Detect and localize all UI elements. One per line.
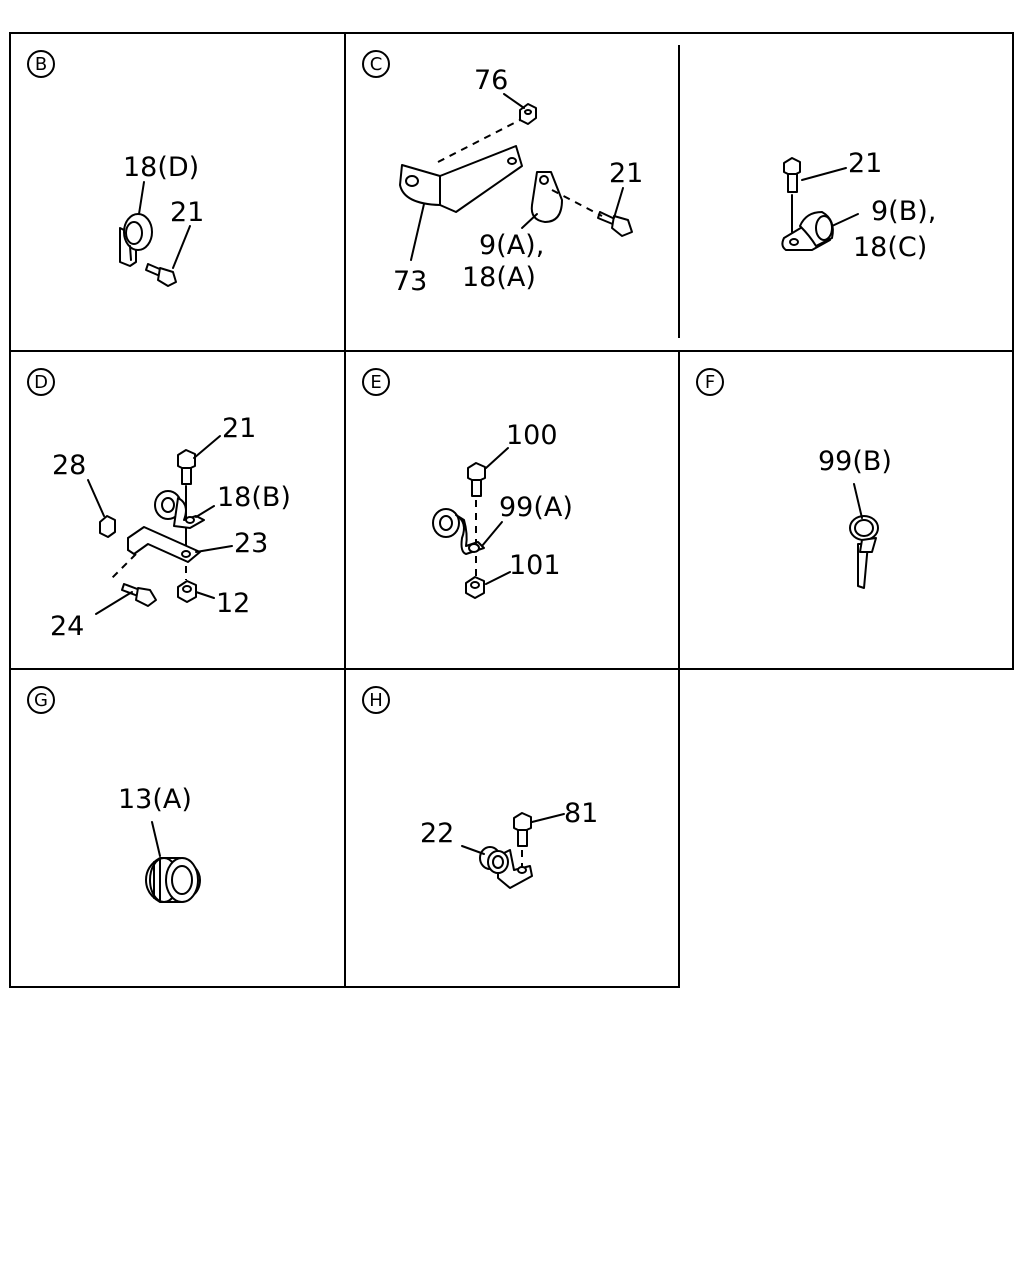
leader-21 <box>613 187 624 219</box>
panel-f: F 99(B) <box>696 368 892 589</box>
leader-101 <box>485 571 511 585</box>
nut-12 <box>177 580 197 603</box>
grommet-22 <box>479 846 509 874</box>
bolt-100 <box>467 462 486 497</box>
leader-9b <box>831 213 859 227</box>
panel-d: D <box>27 368 291 642</box>
bolt-24 <box>121 583 157 607</box>
row-1-frame <box>9 32 1014 352</box>
bolt-21 <box>177 449 196 485</box>
leader-99a <box>481 521 503 547</box>
clip-18b <box>154 490 205 529</box>
label-24: 24 <box>50 611 84 642</box>
panel-g: G 13(A) <box>27 686 201 903</box>
leader-100 <box>485 447 509 469</box>
label-18b: 18(B) <box>217 482 291 513</box>
panel-letter-e: E <box>362 368 390 396</box>
bracket-73 <box>399 145 523 213</box>
label-81: 81 <box>564 798 598 829</box>
panel-h: H 81 22 <box>362 686 598 889</box>
leader-24 <box>95 591 133 615</box>
svg-text:F: F <box>705 372 715 393</box>
bolt-21 <box>597 211 633 237</box>
leader-18b <box>195 505 215 518</box>
clip-99a <box>432 508 485 555</box>
svg-text:D: D <box>34 372 48 393</box>
panel-b: B 18(D) 21 <box>27 50 204 287</box>
label-22: 22 <box>420 818 454 849</box>
leader-99b <box>853 483 863 519</box>
label-73: 73 <box>393 266 427 297</box>
label-99a: 99(A) <box>499 492 573 523</box>
bolt-21 <box>145 263 177 287</box>
label-9b: 9(B), <box>871 196 936 227</box>
leader-73 <box>410 203 425 261</box>
label-13a: 13(A) <box>118 784 192 815</box>
leader-28 <box>87 479 105 517</box>
label-21: 21 <box>170 197 204 228</box>
label-28: 28 <box>52 450 86 481</box>
label-23: 23 <box>234 528 268 559</box>
nut-28 <box>99 515 116 538</box>
leader-21 <box>193 435 221 459</box>
panel-grid <box>9 32 1014 988</box>
label-21: 21 <box>609 158 643 189</box>
bolt-21 <box>783 157 801 193</box>
label-100: 100 <box>506 420 558 451</box>
leader-12 <box>195 591 215 599</box>
panel-c: C 76 21 73 9(A), <box>362 50 643 297</box>
svg-text:E: E <box>370 372 381 393</box>
leader-76 <box>503 93 525 109</box>
svg-text:H: H <box>369 690 383 711</box>
panel-letter-b: B <box>27 50 55 78</box>
leader-21 <box>172 225 191 269</box>
grommet-13a <box>145 857 201 903</box>
dash-bolt-24 <box>111 553 137 579</box>
svg-text:C: C <box>370 54 383 75</box>
panel-e: E 100 99(A) 101 <box>362 368 573 599</box>
label-18a: 18(A) <box>462 262 536 293</box>
bolt-81 <box>513 812 532 847</box>
panel-letter-c: C <box>362 50 390 78</box>
label-18d: 18(D) <box>123 152 199 183</box>
label-101: 101 <box>509 550 561 581</box>
panel-letter-d: D <box>27 368 55 396</box>
label-76: 76 <box>474 65 508 96</box>
leader-81 <box>531 813 565 823</box>
bracket-23 <box>127 526 201 563</box>
label-12: 12 <box>216 588 250 619</box>
clip-9a <box>530 171 563 223</box>
label-21: 21 <box>222 413 256 444</box>
svg-text:B: B <box>35 54 47 75</box>
dash-nut <box>437 119 521 163</box>
panel-c-continued: 21 9(B), 18(C) <box>781 148 936 263</box>
leader-9a <box>521 213 538 229</box>
label-99b: 99(B) <box>818 446 892 477</box>
leader-23 <box>195 545 233 553</box>
svg-text:G: G <box>34 690 48 711</box>
clamp-9b <box>781 211 834 251</box>
leader-21 <box>801 167 847 181</box>
leader-22 <box>461 845 485 855</box>
clip-18d <box>119 213 153 267</box>
nut-101 <box>465 576 485 599</box>
panel-letter-g: G <box>27 686 55 714</box>
panel-letter-f: F <box>696 368 724 396</box>
label-21: 21 <box>848 148 882 179</box>
leader-18d <box>138 181 145 215</box>
panel-letter-h: H <box>362 686 390 714</box>
leader-13a <box>151 821 161 857</box>
label-9a: 9(A), <box>479 230 544 261</box>
dash-bolt <box>551 189 603 217</box>
tie-99b <box>849 515 879 589</box>
label-18c: 18(C) <box>853 232 927 263</box>
